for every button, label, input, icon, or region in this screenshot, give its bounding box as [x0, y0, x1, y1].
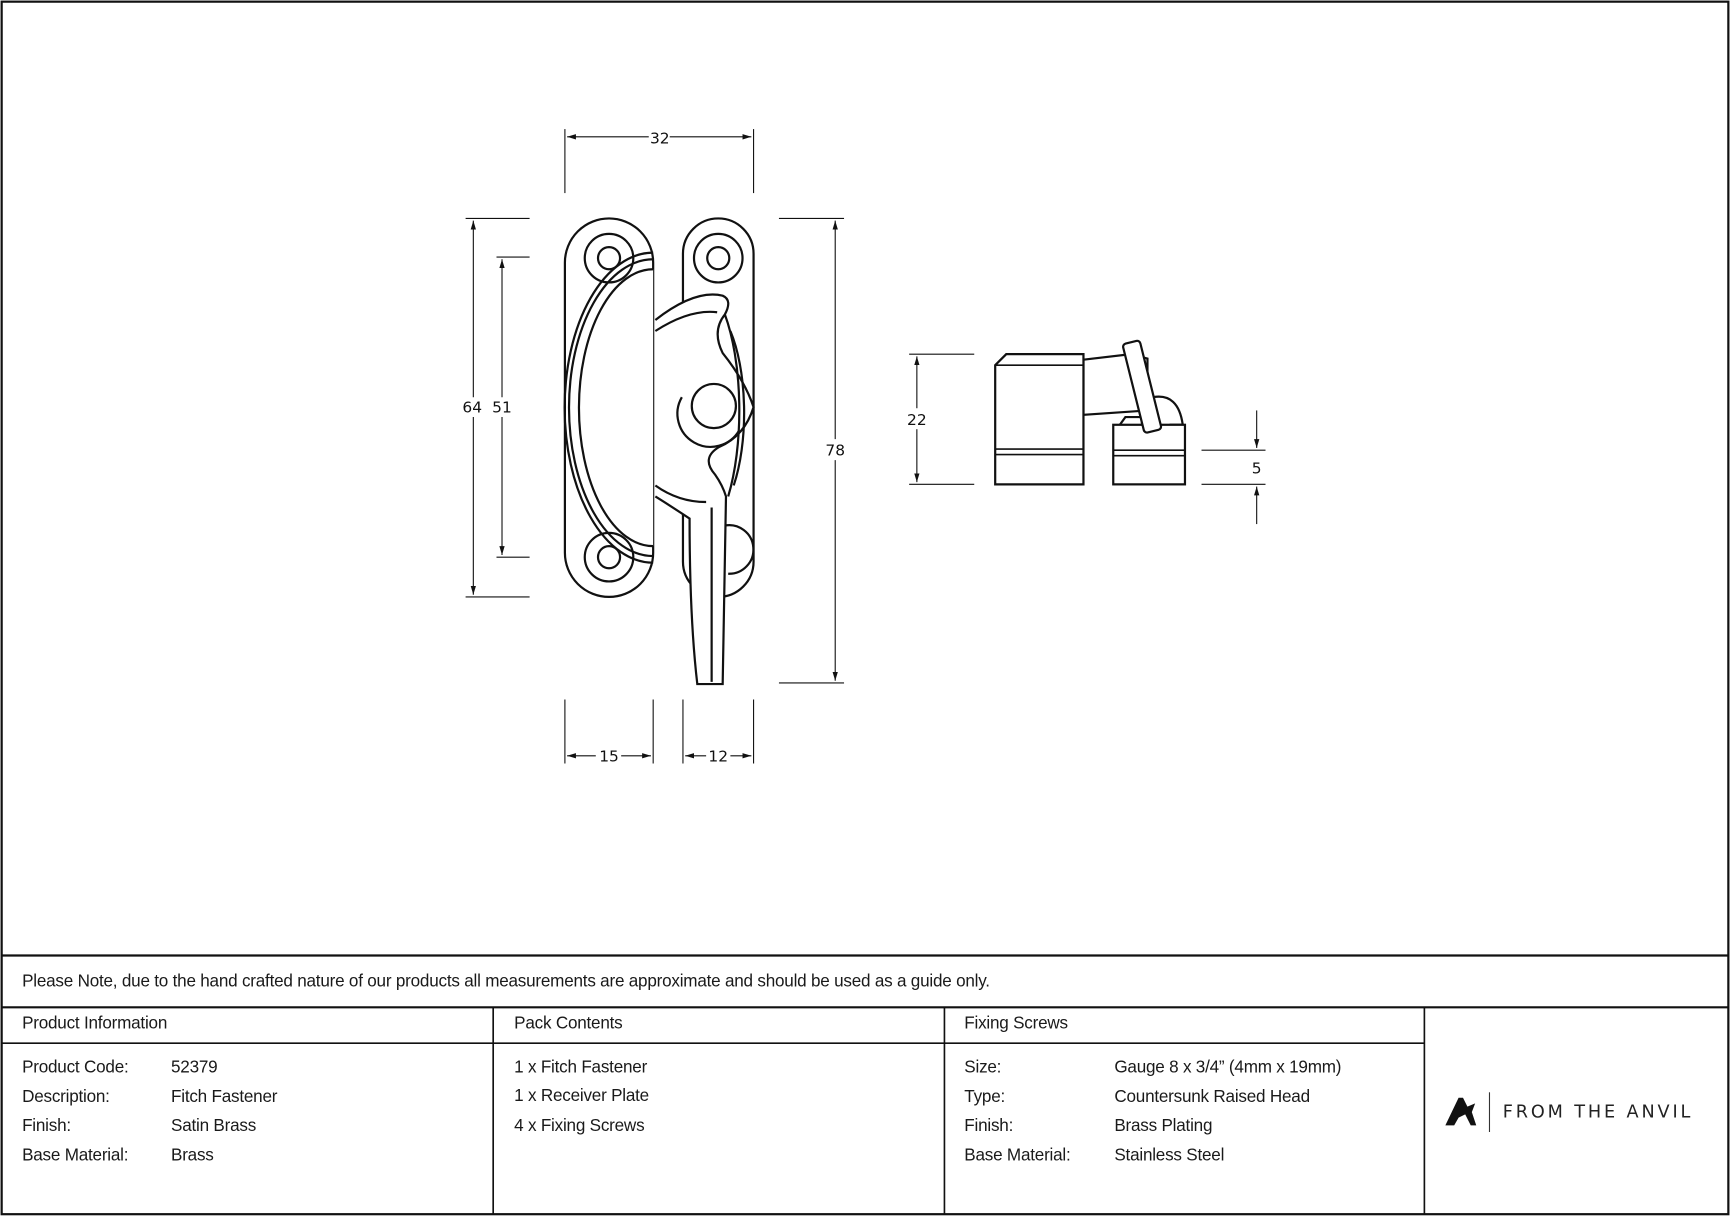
dim-receiver-height: 5 [1252, 459, 1262, 477]
measurement-note: Please Note, due to the hand crafted nat… [22, 972, 990, 991]
description-value: Fitch Fastener [171, 1087, 278, 1107]
list-item: 1 x Fitch Fastener [514, 1058, 648, 1077]
product-code-label: Product Code: [22, 1058, 129, 1077]
screw-finish-value: Brass Plating [1114, 1116, 1213, 1136]
finish-label: Finish: [22, 1116, 71, 1136]
dim-height-outer: 64 [462, 399, 482, 417]
screw-base-material-label: Base Material: [964, 1146, 1071, 1166]
dim-side-height: 22 [907, 411, 927, 429]
type-label: Type: [964, 1087, 1006, 1107]
side-dimensions [909, 353, 1266, 525]
fastener-front-view [563, 217, 755, 686]
size-value: Gauge 8 x 3/4” (4mm x 19mm) [1114, 1058, 1342, 1077]
description-label: Description: [22, 1087, 110, 1107]
screw-base-material-value: Stainless Steel [1114, 1146, 1225, 1166]
base-material-label: Base Material: [22, 1146, 129, 1166]
fixing-screws-header: Fixing Screws [964, 1013, 1068, 1033]
finish-value: Satin Brass [171, 1116, 257, 1136]
base-material-value: Brass [171, 1146, 214, 1166]
dim-plate-right-width: 12 [708, 747, 728, 765]
product-information-header: Product Information [22, 1013, 168, 1033]
product-code-value: 52379 [171, 1058, 218, 1077]
from-the-anvil-logo-icon [1445, 1092, 1491, 1133]
fastener-side-view [994, 339, 1187, 486]
type-value: Countersunk Raised Head [1114, 1087, 1310, 1107]
size-label: Size: [964, 1058, 1002, 1077]
list-item: 1 x Receiver Plate [514, 1086, 649, 1106]
dim-plate-left-width: 15 [599, 747, 619, 765]
front-dimensions [465, 129, 845, 764]
dim-width-total: 32 [650, 129, 670, 147]
dim-height-total: 78 [825, 442, 845, 460]
screw-finish-label: Finish: [964, 1116, 1014, 1136]
pack-contents-header: Pack Contents [514, 1013, 623, 1033]
list-item: 4 x Fixing Screws [514, 1116, 645, 1136]
brand-logo-text: FROM THE ANVIL [1502, 1101, 1694, 1123]
dim-height-holes: 51 [492, 399, 512, 417]
